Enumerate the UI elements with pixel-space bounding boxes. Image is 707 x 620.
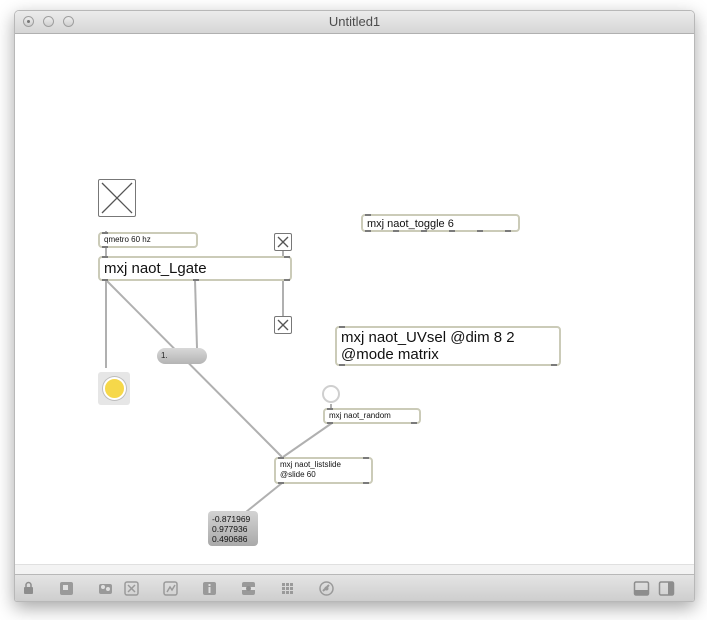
naot-toggle-object[interactable]: mxj naot_toggle 6: [361, 214, 520, 232]
list-value-2: 0.977936: [212, 524, 248, 534]
object-text-line1: mxj naot_UVsel @dim 8 2: [341, 329, 515, 346]
outlet[interactable]: [339, 364, 345, 366]
inlet[interactable]: [284, 256, 290, 258]
outlet[interactable]: [284, 279, 290, 281]
toggle-x-icon: [101, 182, 133, 214]
outlet[interactable]: [365, 230, 371, 232]
outlet[interactable]: [102, 279, 108, 281]
inlet[interactable]: [102, 232, 108, 234]
patch-cords: [105, 231, 333, 513]
outlet[interactable]: [551, 364, 557, 366]
patcher-canvas[interactable]: qmetro 60 hz mxj naot_Lgate: [15, 34, 694, 564]
patch-cord[interactable]: [105, 279, 283, 458]
outlet[interactable]: [393, 230, 399, 232]
outlet[interactable]: [411, 422, 417, 424]
presentation-icon[interactable]: [58, 580, 75, 597]
outlet[interactable]: [363, 482, 369, 484]
toggle-x-icon: [277, 236, 289, 248]
naot-listslide-object[interactable]: mxj naot_listslide @slide 60: [274, 457, 373, 484]
lgate-object[interactable]: mxj naot_Lgate: [98, 256, 292, 281]
object-text-line2: @slide 60: [280, 470, 316, 479]
debug-icon[interactable]: [162, 580, 179, 597]
canvas-bottom-strip: [15, 564, 694, 575]
title-bar[interactable]: Untitled1: [15, 11, 694, 34]
info-icon[interactable]: [201, 580, 218, 597]
toggle-small-top[interactable]: [274, 233, 292, 251]
grid-icon[interactable]: [279, 580, 296, 597]
patcher-view-icon[interactable]: [633, 580, 650, 597]
patch-cord[interactable]: [245, 482, 283, 513]
outlet[interactable]: [193, 279, 199, 281]
outlet[interactable]: [102, 246, 108, 248]
inlet[interactable]: [102, 256, 108, 258]
patch-cord[interactable]: [282, 422, 333, 458]
close-window-button[interactable]: [23, 16, 34, 27]
zoom-window-button[interactable]: [63, 16, 74, 27]
inlet[interactable]: [363, 457, 369, 459]
patcher-inspector-icon[interactable]: [97, 580, 114, 597]
list-value-1: -0.871969: [212, 514, 251, 524]
snapshot-icon[interactable]: [318, 580, 335, 597]
object-text: mxj naot_toggle 6: [367, 218, 454, 230]
presentation-view-icon[interactable]: [658, 580, 675, 597]
uvsel-object[interactable]: mxj naot_UVsel @dim 8 2 @mode matrix: [335, 326, 561, 366]
outlet[interactable]: [477, 230, 483, 232]
lock-icon[interactable]: [20, 580, 37, 597]
inlet[interactable]: [327, 408, 333, 410]
outlet[interactable]: [421, 230, 427, 232]
outlet[interactable]: [449, 230, 455, 232]
minimize-window-button[interactable]: [43, 16, 54, 27]
number-box[interactable]: 1.: [157, 348, 207, 364]
naot-random-object[interactable]: mxj naot_random: [323, 408, 421, 424]
led-indicator[interactable]: [103, 377, 126, 400]
window-title: Untitled1: [328, 14, 381, 29]
outlet[interactable]: [278, 482, 284, 484]
object-text-line1: mxj naot_listslide: [280, 460, 341, 469]
toggle-large[interactable]: [98, 179, 136, 217]
inlet[interactable]: [278, 457, 284, 459]
patch-cord[interactable]: [194, 279, 198, 349]
toggle-small-bottom[interactable]: [274, 316, 292, 334]
outlet[interactable]: [505, 230, 511, 232]
object-icon[interactable]: [240, 580, 257, 597]
clear-icon[interactable]: [123, 580, 140, 597]
object-text-line2: @mode matrix: [341, 346, 439, 363]
toggle-x-icon: [277, 319, 289, 331]
inlet[interactable]: [365, 214, 371, 216]
object-text: qmetro 60 hz: [104, 235, 151, 244]
object-text: mxj naot_Lgate: [104, 260, 207, 277]
qmetro-object[interactable]: qmetro 60 hz: [98, 232, 198, 248]
list-value-3: 0.490686: [212, 534, 248, 544]
patcher-window: Untitled1: [14, 10, 695, 602]
inlet[interactable]: [339, 326, 345, 328]
object-text: mxj naot_random: [329, 411, 391, 420]
list-message-box[interactable]: -0.871969 0.977936 0.490686: [208, 511, 258, 546]
bottom-toolbar: [15, 574, 694, 601]
outlet[interactable]: [327, 422, 333, 424]
bang-button[interactable]: [322, 385, 340, 403]
